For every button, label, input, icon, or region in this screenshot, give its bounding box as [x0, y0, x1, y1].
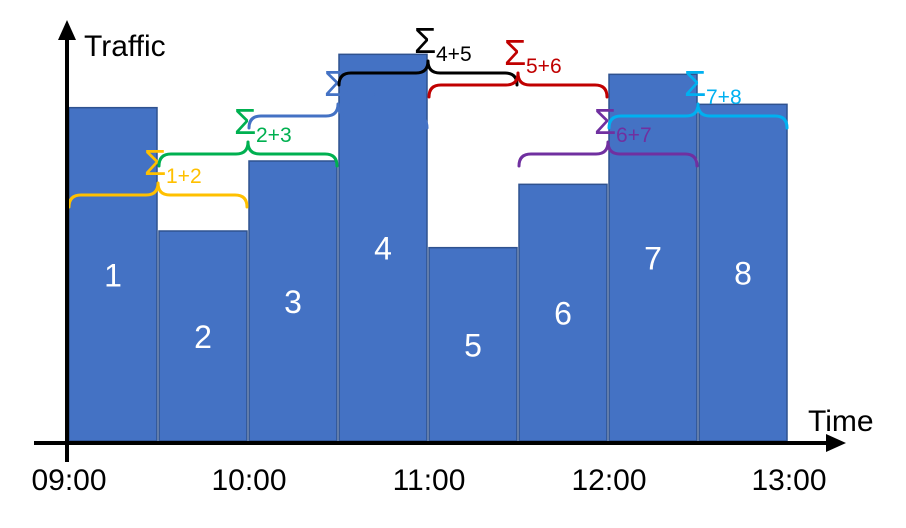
bar-1 — [68, 106, 158, 442]
brace-4+5 — [337, 59, 519, 87]
x-tick-label: 10:00 — [211, 464, 286, 497]
sum-label-6+7: 6+7 — [616, 124, 652, 147]
sum-label-5+6: 5+6 — [526, 55, 562, 78]
sum-symbol: Σ — [684, 63, 706, 104]
axes-group: Traffic Time — [34, 20, 874, 462]
bars-group: 1 2 3 4 5 6 7 8 — [68, 53, 788, 442]
bar-3 — [248, 160, 338, 442]
sum-symbol: Σ — [414, 20, 436, 61]
y-axis-arrow — [58, 20, 76, 40]
x-axis-label: Time — [808, 405, 874, 438]
sum-symbol: Σ — [144, 142, 166, 183]
x-tick-label: 11:00 — [393, 464, 466, 497]
bar-6 — [518, 183, 608, 442]
brace-3+4 — [247, 102, 429, 130]
bar-label-6: 6 — [554, 296, 572, 332]
sum-label-4+5: 4+5 — [436, 43, 472, 66]
brace-7+8 — [607, 102, 789, 130]
bar-label-5: 5 — [464, 327, 482, 363]
x-axis-arrow — [826, 434, 846, 452]
bar-4 — [338, 53, 428, 442]
bar-label-7: 7 — [644, 241, 662, 277]
brace-1+2 — [67, 181, 249, 209]
sum-label-2+3: 2+3 — [256, 124, 292, 147]
tick-labels-group: 09:00 10:00 11:00 12:00 13:00 — [31, 464, 826, 497]
y-axis-label: Traffic — [84, 30, 166, 63]
bar-label-1: 1 — [104, 257, 122, 293]
bar-5 — [428, 246, 518, 442]
brace-2+3 — [157, 140, 339, 168]
bar-label-3: 3 — [284, 284, 302, 320]
x-tick-label: 12:00 — [571, 464, 646, 497]
bar-2 — [158, 230, 248, 442]
x-tick-label: 09:00 — [31, 464, 106, 497]
sum-symbol: Σ — [594, 101, 616, 142]
bar-label-2: 2 — [194, 319, 212, 355]
bar-label-4: 4 — [374, 231, 392, 267]
sum-symbol: Σ — [504, 32, 526, 73]
bar-label-8: 8 — [734, 256, 752, 292]
sum-label-1+2: 1+2 — [166, 165, 202, 188]
sum-symbol: Σ — [324, 63, 346, 104]
sum-label-7+8: 7+8 — [706, 86, 742, 109]
bar-8 — [698, 103, 788, 442]
brace-5+6 — [427, 71, 609, 99]
sum-label-3+4: 3+4 — [346, 86, 382, 109]
x-tick-label: 13:00 — [751, 464, 826, 497]
sum-symbol: Σ — [234, 101, 256, 142]
brace-6+7 — [517, 140, 699, 168]
